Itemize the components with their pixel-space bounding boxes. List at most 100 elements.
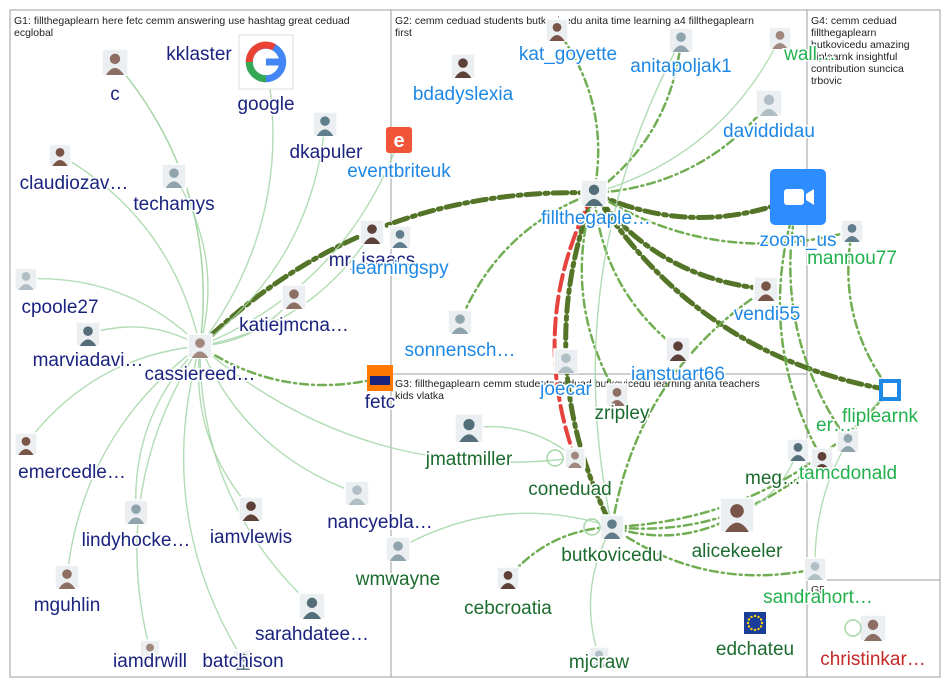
node-sonnensch[interactable]: sonnensch… xyxy=(403,309,517,363)
node-kat_goyette[interactable]: kat_goyette xyxy=(517,18,619,67)
avatar-photo-icon xyxy=(719,497,755,533)
edge-cassiereed-to-coneduad xyxy=(199,345,576,463)
avatar-photo-icon xyxy=(139,639,161,661)
node-fetc[interactable]: fetc xyxy=(363,365,397,415)
node-c[interactable]: c xyxy=(109,83,122,107)
fetc-logo-icon xyxy=(367,365,393,391)
node-nancyebla[interactable]: nancyebla… xyxy=(326,480,434,535)
node-cebcroatia[interactable]: cebcroatia xyxy=(463,566,554,621)
node-techamys[interactable]: techamys xyxy=(132,163,216,217)
edge-fillthegaple-to-wallace xyxy=(593,37,781,194)
avatar-photo-icon xyxy=(755,89,783,117)
avatar-photo-icon xyxy=(553,348,579,374)
node-fillthegaple[interactable]: fillthegaple… xyxy=(540,179,652,231)
edge-cassiereed-to-batchison xyxy=(182,345,244,661)
group-label-g5: G5 xyxy=(811,584,825,596)
node-label-meg: meg… xyxy=(745,468,801,489)
node-label-fetc: fetc xyxy=(365,392,396,413)
node-vendi55[interactable]: vendi55 xyxy=(732,276,802,327)
node-er[interactable]: er… xyxy=(815,414,860,453)
avatar-photo-icon xyxy=(599,514,625,540)
node-meg[interactable]: meg… xyxy=(744,438,810,491)
node-wallace[interactable]: wall… xyxy=(768,26,837,67)
node-mjcraw[interactable]: mjcraw xyxy=(567,646,631,675)
avatar-photo-icon xyxy=(605,383,629,407)
node-iamdrwill[interactable]: iamdrwill xyxy=(112,639,188,674)
node-butkovicedu[interactable]: butkovicedu xyxy=(560,514,664,568)
avatar-photo-icon xyxy=(768,26,792,50)
edge-butkovicedu-to-fliplearnk xyxy=(610,388,892,529)
node-label-mguhlin: mguhlin xyxy=(34,595,101,616)
node-fliplearnk[interactable]: fliplearnk xyxy=(840,379,920,429)
edge-zoom_us-to-er xyxy=(789,195,850,443)
node-iamvlewis[interactable]: iamvlewis xyxy=(208,496,294,550)
node-bdadyslexia[interactable]: bdadyslexia xyxy=(411,53,515,107)
avatar-photo-icon xyxy=(580,179,608,207)
node-mr_isaacs[interactable]: mr_isaacs xyxy=(327,219,417,273)
edge-cassiereed-to-sarahdatee xyxy=(199,345,313,607)
node-label-mjcraw: mjcraw xyxy=(569,652,629,673)
edge-fillthegaple-to-coneduad xyxy=(552,191,596,460)
node-daviddidau[interactable]: daviddidau xyxy=(722,89,816,144)
avatar-photo-icon xyxy=(14,432,38,456)
node-label-fliplearnk: fliplearnk xyxy=(842,406,919,427)
node-lindyhocke[interactable]: lindyhocke… xyxy=(80,499,192,553)
node-label-zripley: zripley xyxy=(595,403,650,424)
node-sarahdatee[interactable]: sarahdatee… xyxy=(253,592,371,647)
avatar-photo-icon xyxy=(836,429,860,453)
edge-fillthegaple-to-daviddidau xyxy=(592,101,771,195)
group-label-g2: first xyxy=(395,27,412,39)
node-claudiozav[interactable]: claudiozav… xyxy=(18,143,130,196)
node-label-daviddidau: daviddidau xyxy=(723,121,815,142)
node-batchison[interactable]: batchison xyxy=(201,649,285,674)
node-label-mannou77: mannou77 xyxy=(807,248,897,269)
node-edchateu[interactable]: edchateu xyxy=(714,612,796,662)
node-jmattmiller[interactable]: jmattmiller xyxy=(423,413,514,472)
node-label-cpoole27: cpoole27 xyxy=(21,297,98,318)
node-learningspy[interactable]: learningspy xyxy=(350,225,451,281)
node-dkapuler[interactable]: dkapuler xyxy=(288,111,365,165)
avatar-photo-icon xyxy=(238,496,264,522)
node-label-eventbriteuk: eventbriteuk xyxy=(347,161,451,182)
node-sandrahort[interactable]: sandrahort… xyxy=(762,557,874,610)
node-zoom_us[interactable]: zoom_us xyxy=(758,169,838,253)
node-wmwayne[interactable]: wmwayne xyxy=(353,536,442,592)
node-label-alicekeeler: alicekeeler xyxy=(692,541,783,562)
node-emercedle[interactable]: emercedle… xyxy=(14,432,127,485)
edge-cassiereed-to-google xyxy=(199,61,274,347)
avatar-photo-icon xyxy=(447,309,473,335)
edge-mannou77-to-fliplearnk xyxy=(847,229,892,392)
node-marviadavi[interactable]: marviadavi… xyxy=(31,321,145,373)
avatar-photo-icon xyxy=(14,267,38,291)
edge-butkovicedu-to-mjcraw xyxy=(589,526,613,658)
group-label-g4: G4: cemm ceduad xyxy=(811,15,897,27)
node-katiejmcna[interactable]: katiejmcna… xyxy=(238,284,350,338)
node-cassiereed[interactable]: cassiereed… xyxy=(143,333,257,387)
node-alicekeeler[interactable]: alicekeeler xyxy=(690,497,785,564)
node-tamcdonald[interactable]: tamcdonald xyxy=(797,447,899,486)
node-kklaster[interactable]: kklaster xyxy=(101,43,234,76)
node-zripley[interactable]: zripley xyxy=(593,383,651,426)
node-label-mr_isaacs: mr_isaacs xyxy=(329,250,416,271)
node-mguhlin[interactable]: mguhlin xyxy=(32,564,102,618)
node-label-fillthegaple: fillthegaple… xyxy=(541,208,651,229)
avatar-photo-icon xyxy=(281,284,307,310)
edge-cassiereed-to-mguhlin xyxy=(64,345,201,578)
edge-fillthegaple-to-zripley xyxy=(580,191,619,397)
group-labels: G1: fillthegaplearn here fetc cemm answe… xyxy=(14,15,910,596)
node-ianstuart66[interactable]: ianstuart66 xyxy=(629,336,727,387)
self-loop-butkovicedu xyxy=(583,518,601,536)
node-label-anitapoljak1: anitapoljak1 xyxy=(630,56,731,77)
node-mannou77[interactable]: mannou77 xyxy=(806,219,898,271)
node-label-ianstuart66: ianstuart66 xyxy=(631,364,725,385)
avatar-photo-icon xyxy=(101,48,129,76)
node-cpoole27[interactable]: cpoole27 xyxy=(14,267,100,320)
node-label-claudiozav: claudiozav… xyxy=(20,173,129,194)
node-anitapoljak1[interactable]: anitapoljak1 xyxy=(629,27,733,79)
node-google[interactable]: google xyxy=(236,34,296,117)
node-coneduad[interactable]: coneduad xyxy=(527,447,613,502)
node-label-zoom_us: zoom_us xyxy=(759,230,836,251)
node-christinkar[interactable]: christinkar… xyxy=(819,614,927,672)
node-joecar[interactable]: joecar xyxy=(538,348,594,402)
